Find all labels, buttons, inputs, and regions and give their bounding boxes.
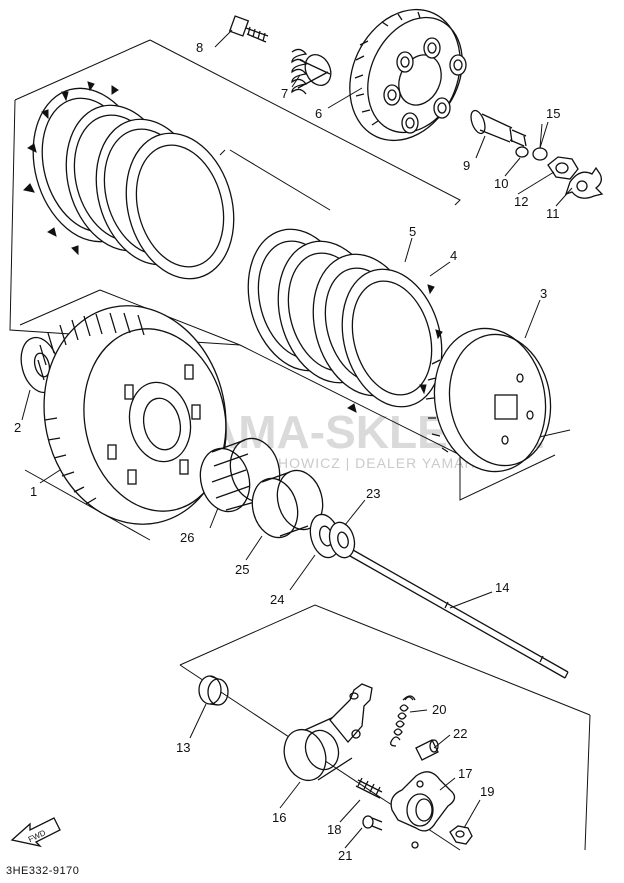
part-11-lock-washer — [564, 166, 604, 199]
label-part-12: 12 — [514, 194, 528, 209]
label-part-3: 3 — [540, 286, 547, 301]
label-part-25: 25 — [235, 562, 249, 577]
part-22-pin — [415, 739, 439, 761]
clutch-plates-top — [22, 81, 235, 280]
part-16-push-lever-shaft — [283, 683, 373, 782]
label-part-20: 20 — [432, 702, 446, 717]
label-part-6: 6 — [315, 106, 322, 121]
part-21-bolt — [362, 815, 383, 831]
part-6-pressure-plate — [349, 8, 467, 142]
watermark-sub: HOWICZ | DEALER YAMAHA — [278, 455, 486, 471]
label-part-9: 9 — [463, 158, 470, 173]
fwd-arrow-icon: FWD — [10, 817, 61, 848]
part-26-needle-bearing — [199, 437, 281, 513]
label-part-8: 8 — [196, 40, 203, 55]
part-numbers: 8 7 6 15 9 10 12 11 5 4 3 2 1 23 26 25 2… — [14, 40, 560, 863]
label-part-26: 26 — [180, 530, 194, 545]
label-part-11: 11 — [546, 206, 560, 221]
label-part-17: 17 — [458, 766, 472, 781]
label-part-5: 5 — [409, 224, 416, 239]
clutch-plates-middle — [247, 228, 443, 413]
label-part-19: 19 — [480, 784, 494, 799]
leader-lines — [21, 29, 573, 849]
part-7-spring — [291, 48, 332, 95]
label-part-23: 23 — [366, 486, 380, 501]
label-part-1: 1 — [30, 484, 37, 499]
part-18-adjust-screw — [355, 777, 383, 799]
part-15-washer — [532, 147, 548, 161]
part-19-nut — [449, 825, 473, 845]
part-25-spacer — [251, 469, 324, 539]
label-part-10: 10 — [494, 176, 508, 191]
part-3-clutch-boss — [425, 327, 552, 473]
label-part-22: 22 — [453, 726, 467, 741]
label-part-24: 24 — [270, 592, 284, 607]
part-9-push-rod — [470, 109, 527, 147]
label-part-4: 4 — [450, 248, 457, 263]
part-14-push-rod-long — [349, 549, 569, 679]
part-1-primary-driven-gear — [37, 305, 227, 525]
label-part-18: 18 — [327, 822, 341, 837]
label-part-7: 7 — [281, 86, 288, 101]
part-23-washer — [328, 521, 356, 559]
part-13-oil-seal — [198, 675, 229, 706]
part-20-spring — [390, 695, 416, 747]
part-17-adjuster-cover — [390, 771, 456, 849]
label-part-14: 14 — [495, 580, 509, 595]
part-12-nut — [547, 156, 579, 180]
label-part-21: 21 — [338, 848, 352, 863]
label-part-16: 16 — [272, 810, 286, 825]
label-part-15: 15 — [546, 106, 560, 121]
label-part-2: 2 — [14, 420, 21, 435]
catalog-code: 3HE332-9170 — [6, 865, 79, 877]
part-8-bolt — [228, 15, 269, 43]
label-part-13: 13 — [176, 740, 190, 755]
part-10-ball — [515, 146, 529, 158]
